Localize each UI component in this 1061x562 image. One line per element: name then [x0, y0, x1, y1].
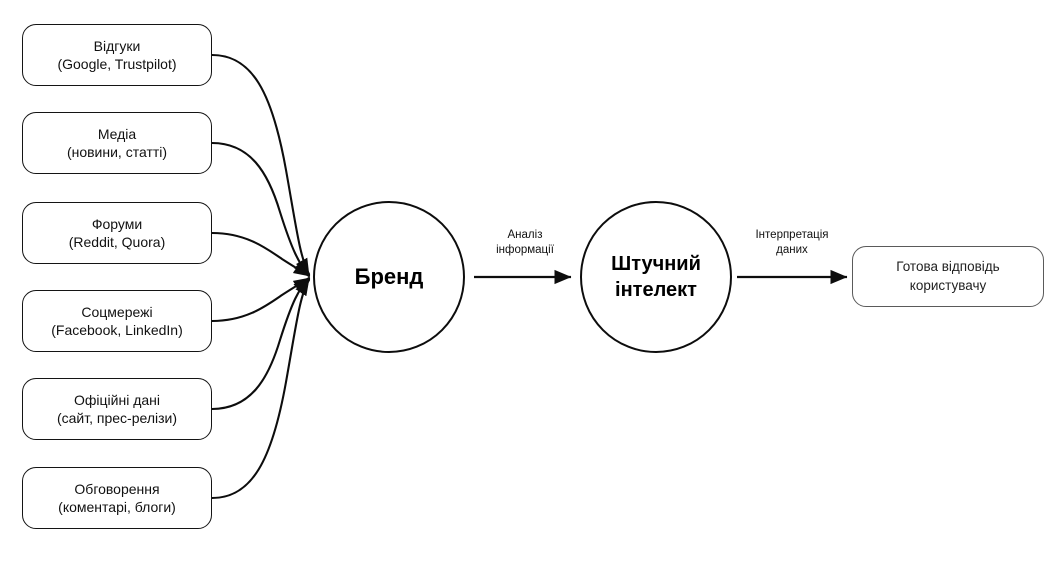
brand-node[interactable]: Бренд [313, 201, 465, 353]
source-label-secondary: (новини, статті) [66, 144, 168, 160]
source-label-primary: Медіа [97, 125, 137, 142]
edge-discuss-to-brand [210, 278, 311, 500]
source-box-forums[interactable]: Форуми (Reddit, Quora) [22, 202, 212, 264]
source-box-discussions[interactable]: Обговорення (коментарі, блоги) [22, 467, 212, 529]
source-box-media[interactable]: Медіа (новини, статті) [22, 112, 212, 174]
source-label-secondary: (Reddit, Quora) [68, 234, 166, 250]
source-box-social[interactable]: Соцмережі (Facebook, LinkedIn) [22, 290, 212, 352]
source-label-secondary: (Google, Trustpilot) [57, 56, 177, 72]
edge-forums-to-brand [210, 231, 311, 278]
source-label-primary: Відгуки [93, 37, 141, 54]
ai-node-label-line2: інтелект [615, 279, 697, 301]
source-label-primary: Форуми [91, 215, 143, 232]
output-box[interactable]: Готова відповідь користувачу [852, 246, 1044, 307]
edge-label-interpretation: Інтерпретація даних [735, 228, 849, 258]
ai-node[interactable]: Штучний інтелект [580, 201, 732, 353]
source-box-reviews[interactable]: Відгуки (Google, Trustpilot) [22, 24, 212, 86]
edge-media-to-brand [210, 141, 311, 277]
edge-label-interpretation-line2: даних [776, 243, 808, 256]
brand-node-label: Бренд [354, 264, 424, 289]
source-label-primary: Соцмережі [81, 303, 153, 320]
edge-label-analysis-line2: інформації [496, 243, 554, 256]
ai-node-label-line1: Штучний [611, 253, 701, 275]
source-label-secondary: (Facebook, LinkedIn) [51, 322, 183, 338]
source-label-primary: Обговорення [74, 480, 160, 497]
edge-official-to-brand [210, 277, 311, 411]
source-box-official[interactable]: Офіційні дані (сайт, прес-релізи) [22, 378, 212, 440]
edge-label-analysis-line1: Аналіз [507, 229, 543, 241]
source-label-primary: Офіційні дані [74, 391, 160, 408]
edge-label-analysis: Аналіз інформації [477, 228, 573, 258]
source-label-secondary: (коментарі, блоги) [58, 499, 176, 515]
output-label-line1: Готова відповідь [896, 259, 1000, 275]
edge-reviews-to-brand [210, 53, 311, 276]
edge-label-interpretation-line1: Інтерпретація [755, 229, 829, 241]
source-label-secondary: (сайт, прес-релізи) [56, 410, 177, 426]
output-label-line2: користувачу [909, 277, 987, 293]
